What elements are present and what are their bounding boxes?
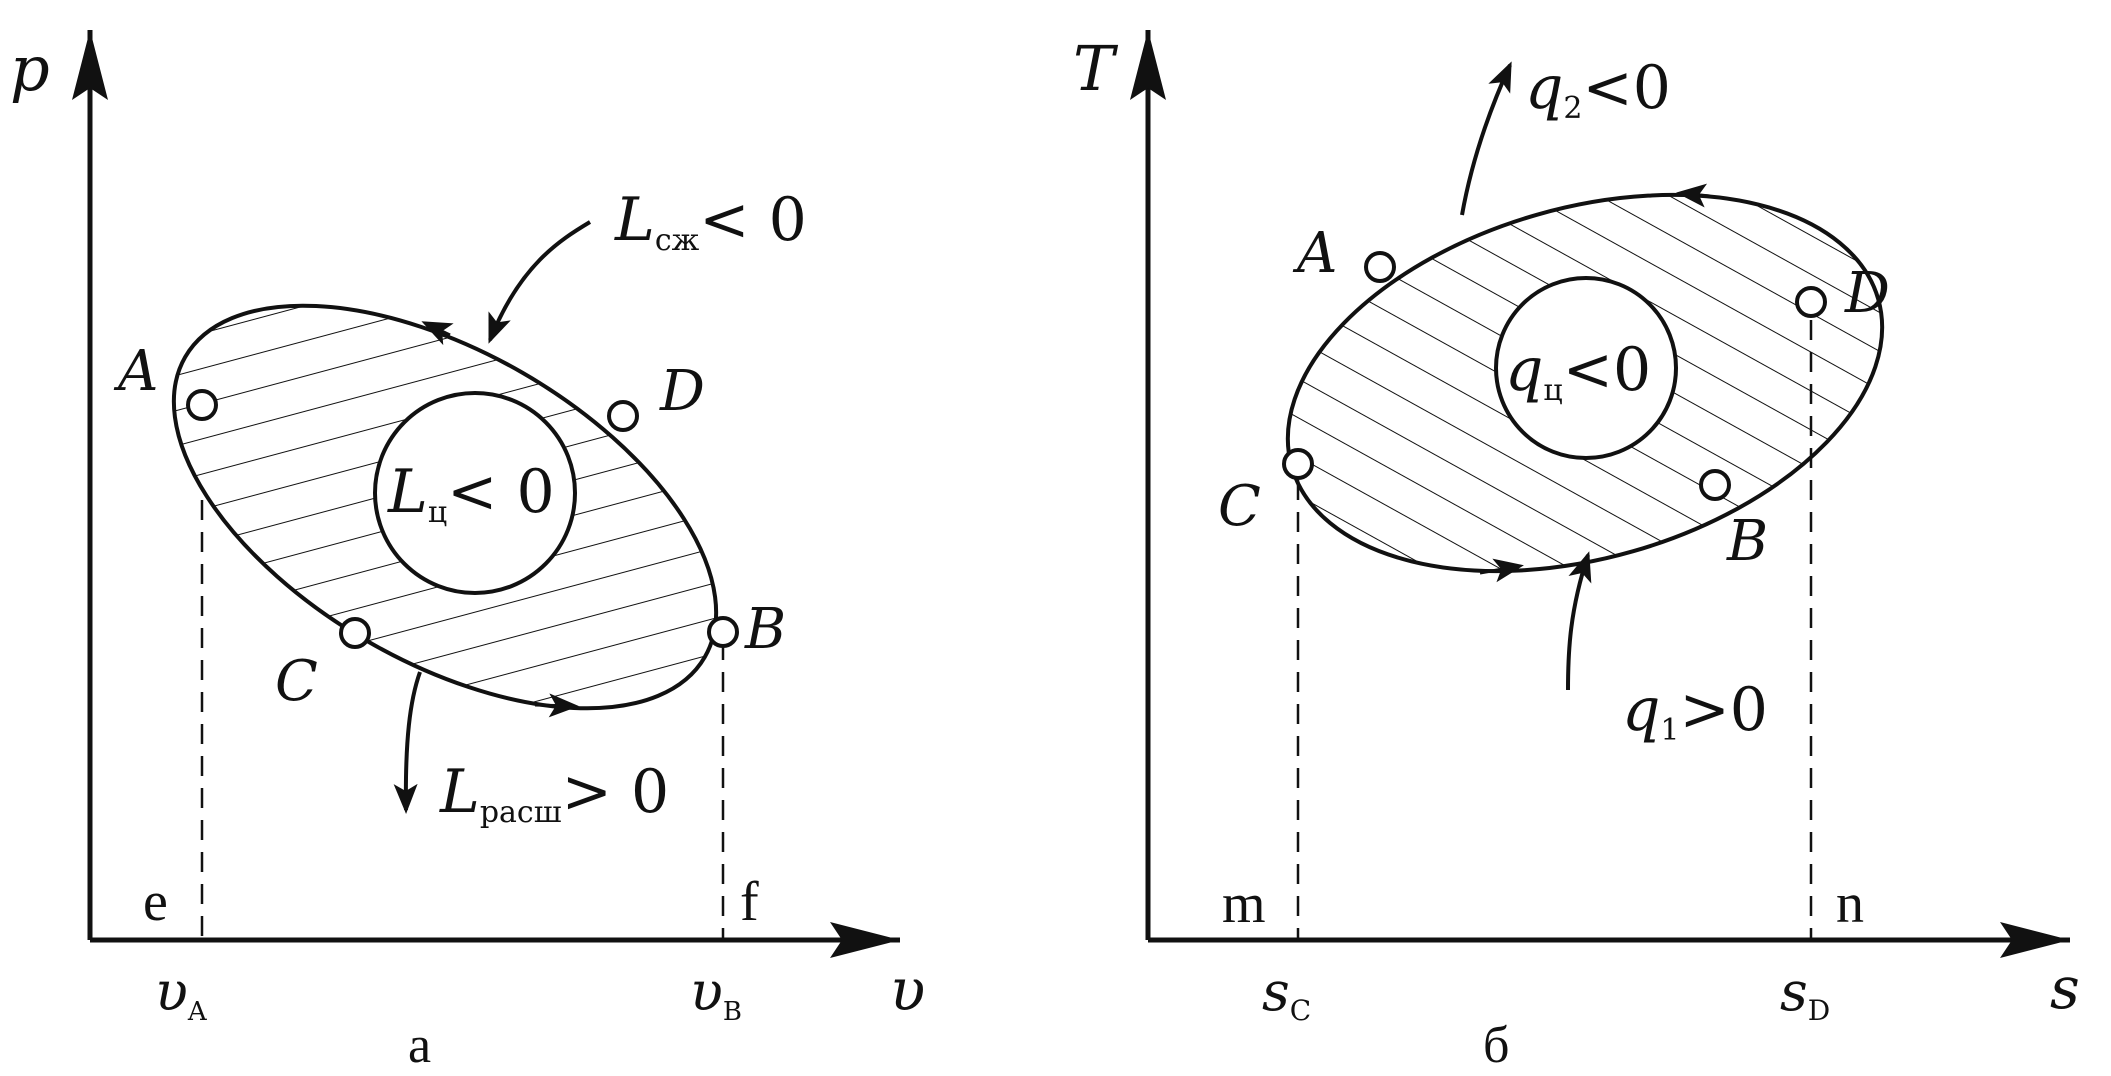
panel-b: T s A D C B m n sC sD q2<0 qц<0 q1>0 б	[1073, 30, 2080, 1074]
panel-b-point-D-label: D	[1844, 261, 1890, 326]
panel-b-direction-arrow-bottom	[1479, 558, 1524, 583]
panel-a-cycle-label: Lц< 0	[387, 457, 555, 530]
panel-b-point-C-label: C	[1218, 474, 1261, 539]
panel-b-point-B	[1699, 469, 1731, 501]
panel-b-y-axis-label: T	[1073, 32, 1119, 105]
panel-b-caption: б	[1483, 1017, 1509, 1071]
panel-b-heat-in-arrow	[1566, 551, 1592, 691]
panel-a-expansion-label: Lрасш> 0	[439, 757, 669, 830]
panel-a-caption: а	[408, 1017, 431, 1071]
panel-a-point-D-label: D	[659, 359, 705, 424]
panel-a-x-axis-label: υ	[890, 956, 925, 1024]
panel-a-axes	[72, 30, 900, 958]
panel-b-cycle-label-circle	[1494, 276, 1678, 460]
panel-a-corner-e: e	[143, 871, 168, 933]
panel-a-point-C	[339, 617, 371, 649]
panel-a-tick-left: υA	[155, 960, 208, 1027]
panel-a-point-B	[707, 616, 739, 648]
panel-a: p υ A D C B e f υA υB Lсж< 0 Lц< 0 Lрасш…	[10, 30, 925, 1074]
panel-b-corner-n: n	[1836, 873, 1864, 935]
panel-a-compression-arrow	[488, 220, 592, 344]
panel-a-cycle-label-circle	[373, 391, 577, 595]
panel-a-point-A-label: A	[113, 339, 158, 404]
panel-a-point-A	[186, 389, 218, 421]
panel-a-compression-label: Lсж< 0	[614, 185, 807, 258]
panel-b-point-B-label: B	[1726, 509, 1768, 574]
panel-a-tick-right: υB	[690, 960, 742, 1027]
panel-a-point-C-label: C	[275, 649, 318, 714]
panel-b-corner-m: m	[1222, 873, 1266, 935]
panel-b-cycle-label: qц<0	[1505, 335, 1651, 408]
panel-b-x-axis-label: s	[2050, 954, 2080, 1022]
panel-a-corner-f: f	[740, 871, 759, 933]
panel-a-point-B-label: B	[744, 597, 786, 662]
panel-a-y-axis-label: p	[10, 32, 50, 105]
panel-b-point-D	[1795, 286, 1827, 318]
panel-a-expansion-arrow	[393, 671, 422, 814]
panel-b-point-A-label: A	[1292, 221, 1337, 286]
panel-b-axes	[1130, 30, 2070, 958]
panel-b-heat-out-arrow	[1460, 61, 1512, 216]
panel-b-point-C	[1282, 448, 1314, 480]
panel-b-heat-in-label: q1>0	[1622, 675, 1768, 748]
panel-b-heat-out-label: q2<0	[1525, 53, 1671, 126]
panel-b-direction-arrow-top	[1676, 183, 1711, 208]
panel-a-point-D	[607, 400, 639, 432]
panel-a-direction-arrow-top	[421, 321, 454, 346]
panel-a-direction-arrow-bottom	[534, 693, 579, 718]
panel-b-tick-right: sD	[1780, 960, 1830, 1027]
panel-b-tick-left: sC	[1262, 960, 1311, 1027]
panel-b-point-A	[1364, 251, 1396, 283]
